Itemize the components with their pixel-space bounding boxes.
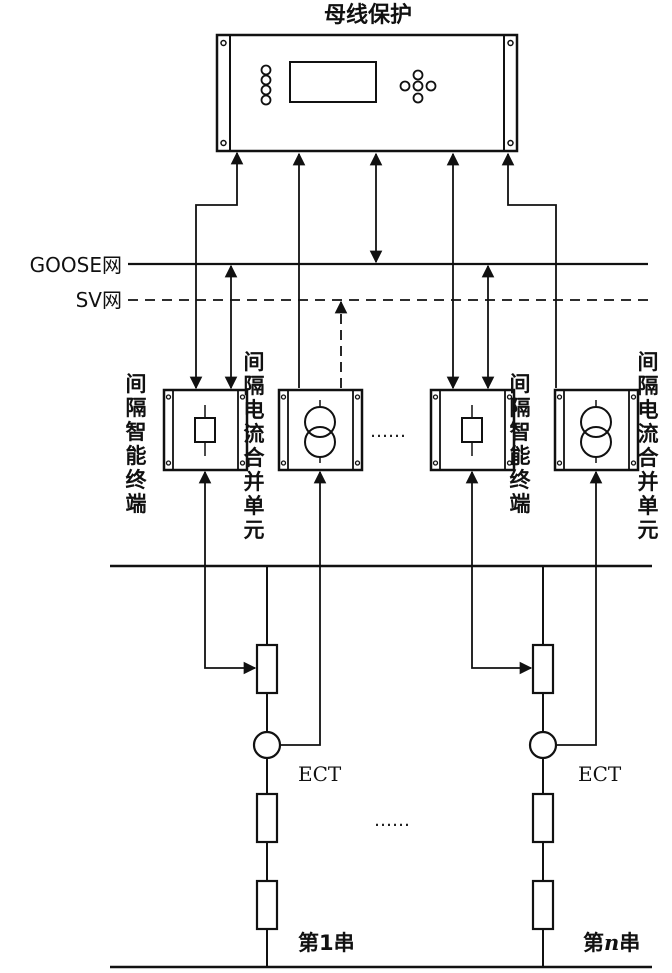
transformer-symbol (304, 406, 336, 438)
left-ect-label: ECT (298, 762, 342, 786)
left-string-breaker-1 (255, 643, 279, 695)
first-string-label: 第1串 (298, 931, 355, 955)
right-string-breaker-2 (531, 792, 555, 844)
device-keypad-buttons (399, 69, 437, 104)
right-terminal-label: 间隔智能终端 (510, 372, 532, 516)
diagram-title: 母线保护 (324, 2, 412, 28)
breaker-symbol (194, 417, 216, 443)
transformer-symbol (580, 406, 612, 438)
left-string-control-links (198, 470, 327, 746)
breaker-symbol (461, 417, 483, 443)
right-string (528, 566, 558, 967)
right-current-merging-unit (553, 388, 640, 472)
left-merging-unit-label: 间隔电流合并单元 (244, 350, 266, 542)
device-display-screen (289, 61, 377, 103)
strings-ellipsis: …… (374, 810, 410, 831)
right-string-breaker-1 (531, 643, 555, 695)
left-string-breaker-3 (255, 879, 279, 931)
right-ect-label: ECT (578, 762, 622, 786)
left-terminal-label: 间隔智能终端 (126, 372, 148, 516)
left-string-breaker-2 (255, 792, 279, 844)
bus-protection-device (215, 33, 519, 153)
left-ect-symbol (252, 730, 282, 760)
right-merging-unit-label: 间隔电流合并单元 (638, 350, 660, 542)
right-string-breaker-3 (531, 879, 555, 931)
nth-string-label: 第n串 (583, 930, 640, 955)
right-string-control-links (465, 470, 603, 746)
units-ellipsis: …… (370, 421, 406, 442)
left-string (252, 566, 282, 967)
right-ect-symbol (528, 730, 558, 760)
device-connections (189, 151, 557, 390)
device-indicator-leds (260, 64, 272, 106)
goose-network-label: GOOSE网 (30, 253, 122, 277)
left-intelligent-terminal (162, 388, 249, 472)
sv-network-label: SV网 (76, 288, 122, 312)
right-intelligent-terminal (429, 388, 516, 472)
left-current-merging-unit (277, 388, 364, 472)
